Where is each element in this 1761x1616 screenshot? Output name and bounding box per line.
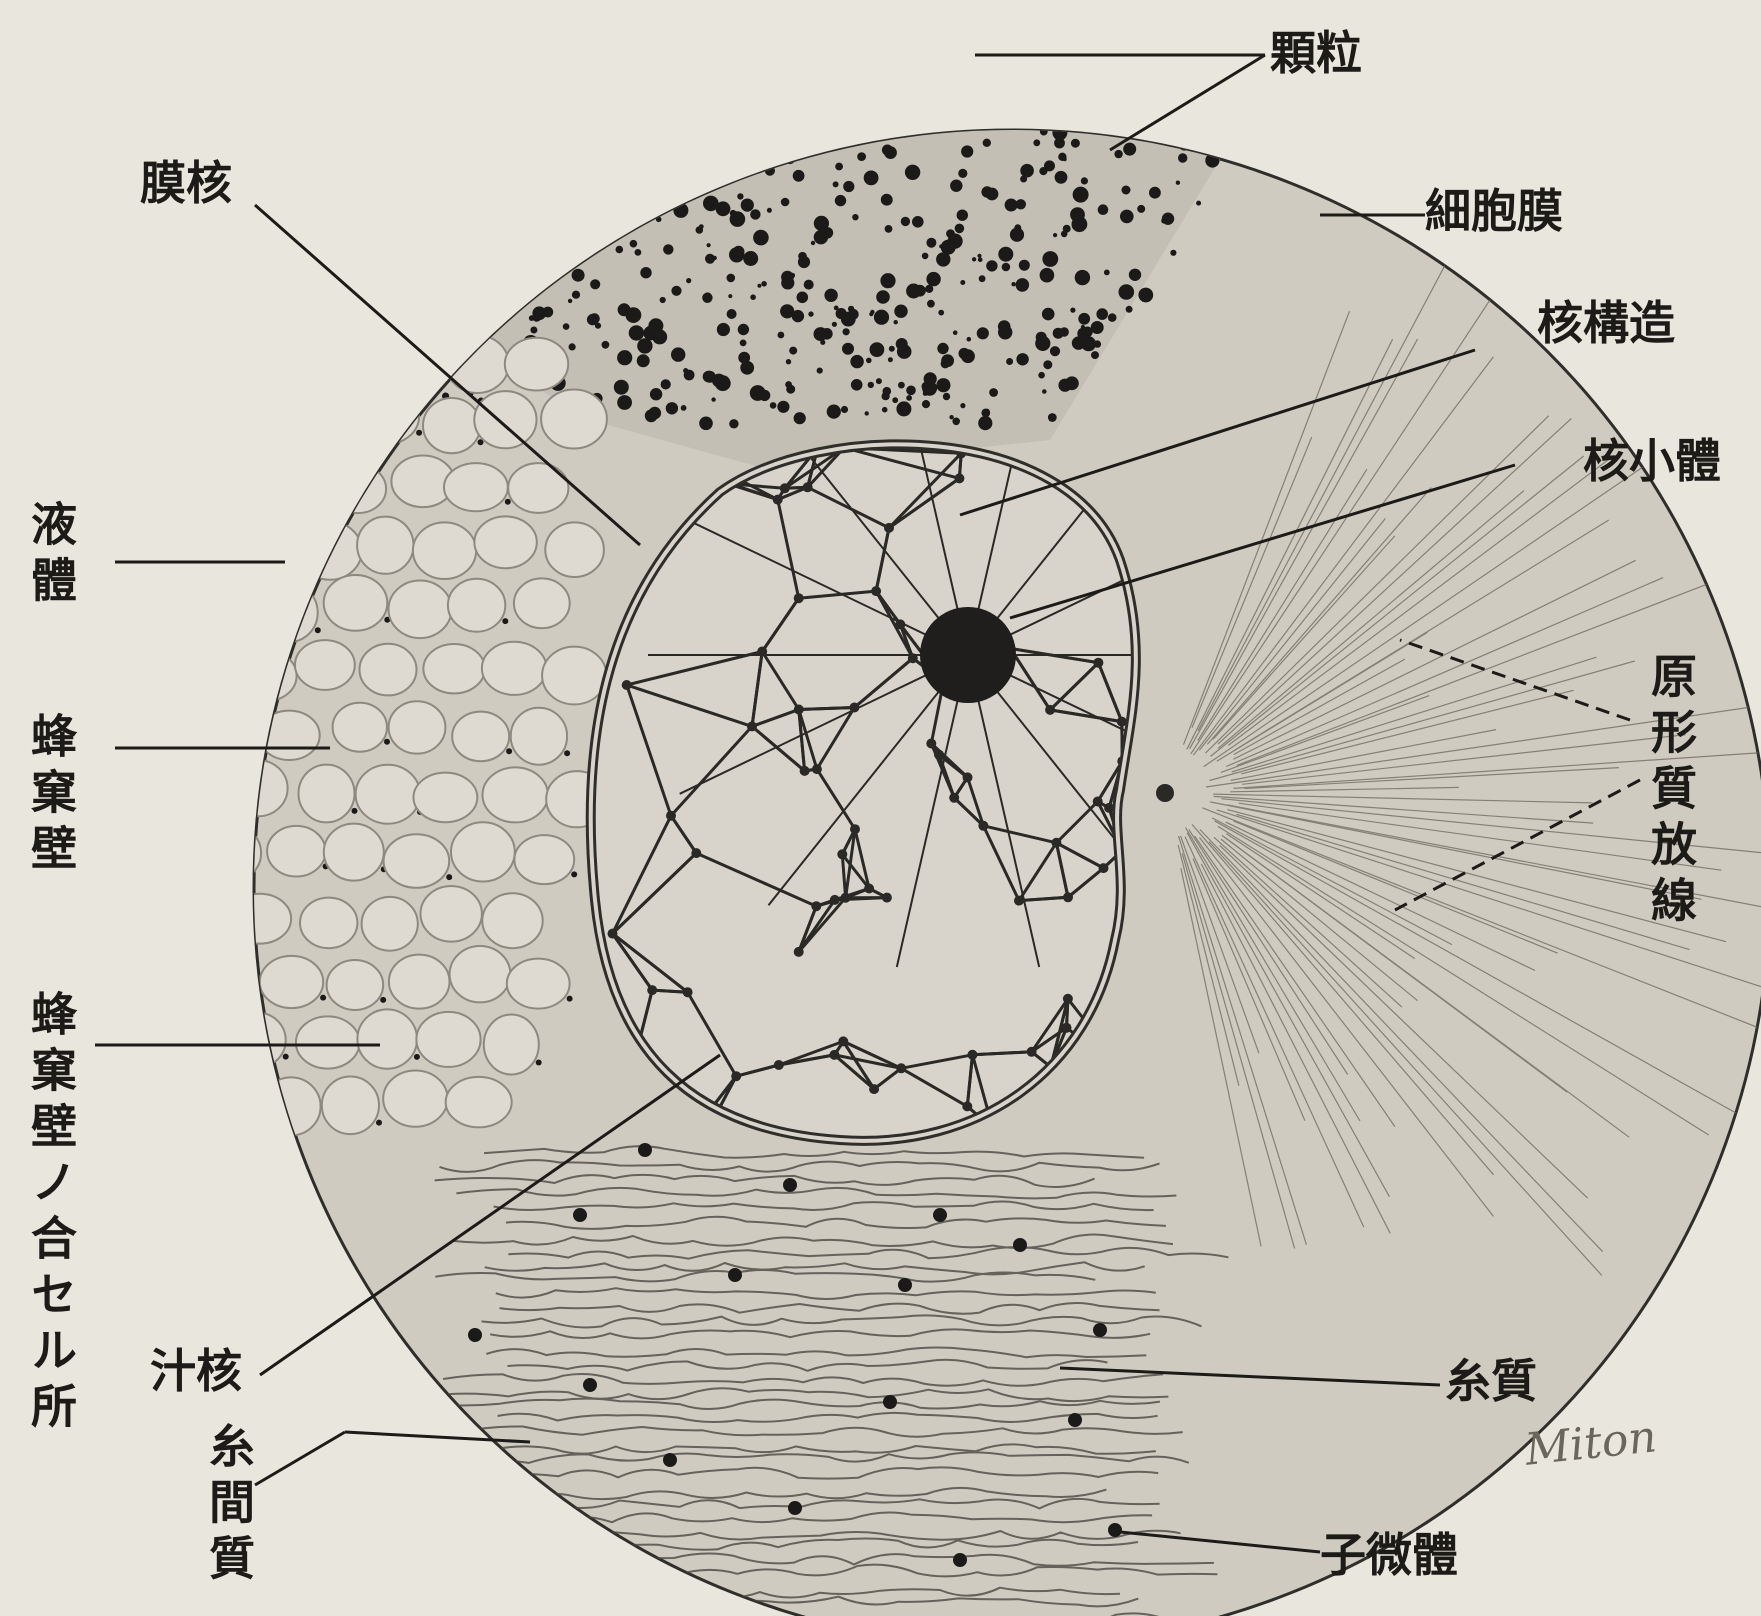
label-liquid-body: 液體 [28,500,74,612]
nucleolus [920,607,1016,703]
label-nuclear-sap: 汁核 [150,1348,242,1394]
label-filar-substance: 糸質 [1445,1358,1537,1404]
label-protoplasm-radiation: 原形質放線 [1648,652,1694,932]
label-nucleolus: 核小體 [1583,438,1721,484]
label-honeycomb-wall: 蜂窠壁 [28,712,74,880]
label-nuclear-structure: 核構造 [1537,300,1675,346]
label-cell-membrane: 細胞膜 [1425,188,1563,234]
label-microsomes: 子微體 [1320,1532,1458,1578]
label-granules: 顆粒 [1270,30,1362,76]
label-honeycomb-junction: 蜂窠壁ノ合セル所 [28,990,74,1438]
label-nuclear-membrane: 膜核 [140,160,232,206]
centrosome [1156,784,1174,802]
label-interfilar-substance: 糸間質 [206,1422,252,1590]
